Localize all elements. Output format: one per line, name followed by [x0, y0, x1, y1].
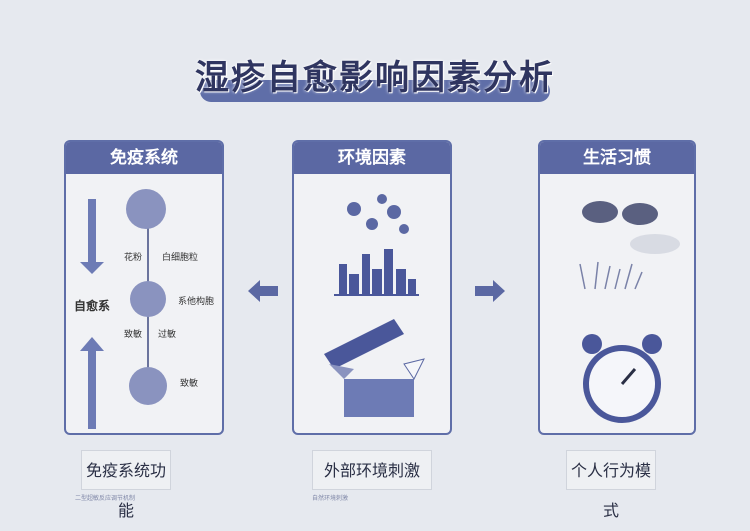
- immune-diagram: [80, 189, 167, 429]
- label: 致敏: [124, 330, 143, 340]
- cell-icon: [129, 367, 167, 405]
- panel-header: 免疫系统: [66, 142, 222, 174]
- label: 白细胞粒: [162, 253, 199, 263]
- panel-header: 环境因素: [294, 142, 450, 174]
- cloud-icon: [582, 201, 618, 223]
- side-label: 自愈系: [74, 299, 111, 313]
- label: 花粉: [124, 253, 143, 263]
- box-icon: [324, 319, 425, 417]
- virus-icon: [347, 202, 361, 216]
- label: 系他构胞: [178, 297, 215, 307]
- alarm-clock-icon: [582, 334, 662, 423]
- footer-box: 外部环境刺激: [312, 450, 432, 490]
- panel-immune: 免疫系统 自愈系 花粉 白细胞粒 系他构胞 致敏 过敏 致敏: [64, 140, 224, 435]
- panel-header: 生活习惯: [540, 142, 694, 174]
- label: 致敏: [180, 379, 199, 389]
- label: 过敏: [158, 330, 177, 340]
- arrow-left-icon: [248, 280, 278, 302]
- footnote: 二型超敏反应调节机制: [75, 495, 136, 502]
- virus-icon: [366, 218, 378, 230]
- cell-icon: [126, 189, 166, 229]
- environment-icons: [324, 194, 425, 417]
- panel-environment: 环境因素: [292, 140, 452, 435]
- cloud-icon: [622, 203, 658, 225]
- grass-icon: [579, 261, 643, 290]
- footnote: 自然环境刺激: [312, 495, 349, 502]
- page-title: 湿疹自愈影响因素分析: [195, 58, 555, 98]
- cell-icon: [130, 281, 166, 317]
- panel-lifestyle: 生活习惯: [538, 140, 696, 435]
- footer-box: 个人行为模式: [566, 450, 656, 520]
- footer-box: 免疫系统功能: [81, 450, 171, 520]
- virus-icon: [387, 205, 401, 219]
- lifestyle-icons: [579, 201, 680, 423]
- city-icon: [334, 249, 419, 296]
- title-underline: [200, 80, 550, 102]
- arrow-right-icon: [475, 280, 505, 302]
